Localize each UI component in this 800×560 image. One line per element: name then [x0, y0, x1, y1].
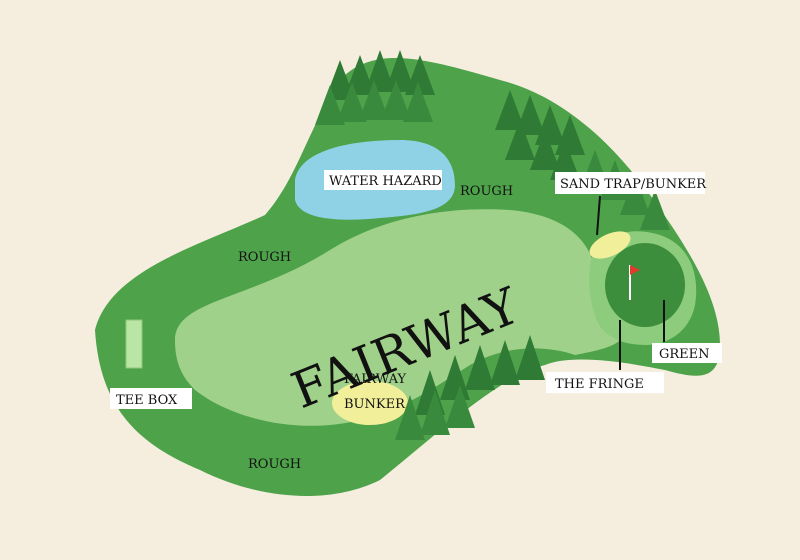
tee-box-label-box	[110, 388, 192, 409]
rough-label-top: ROUGH	[460, 184, 513, 199]
sand-trap-label: SAND TRAP/BUNKER	[560, 177, 707, 192]
fairway-bunker	[332, 381, 408, 425]
tree-group-top	[315, 50, 435, 125]
tee-box	[125, 319, 143, 369]
sand-trap-leader	[596, 195, 601, 236]
water-hazard-label: WATER HAZARD	[329, 174, 442, 189]
flag-icon	[630, 265, 640, 275]
rough-label-bottom: ROUGH	[248, 457, 301, 472]
fringe-label-box	[546, 372, 664, 393]
green-label-box	[652, 343, 722, 363]
green-label: GREEN	[659, 347, 710, 362]
water-hazard-label-box	[324, 170, 442, 190]
putting-green	[605, 243, 685, 327]
sand-trap	[589, 231, 631, 259]
rough-label-left: ROUGH	[238, 250, 291, 265]
fairway-bunker-label-line2: BUNKER	[344, 397, 406, 412]
fairway-bunker-label-line1: FAIRWAY	[344, 372, 406, 387]
fringe-label: THE FRINGE	[555, 377, 644, 392]
sand-trap-label-box	[555, 172, 705, 194]
tee-box-label: TEE BOX	[116, 393, 178, 408]
tree-group-bottom	[395, 335, 545, 440]
fairway-area	[175, 209, 626, 426]
